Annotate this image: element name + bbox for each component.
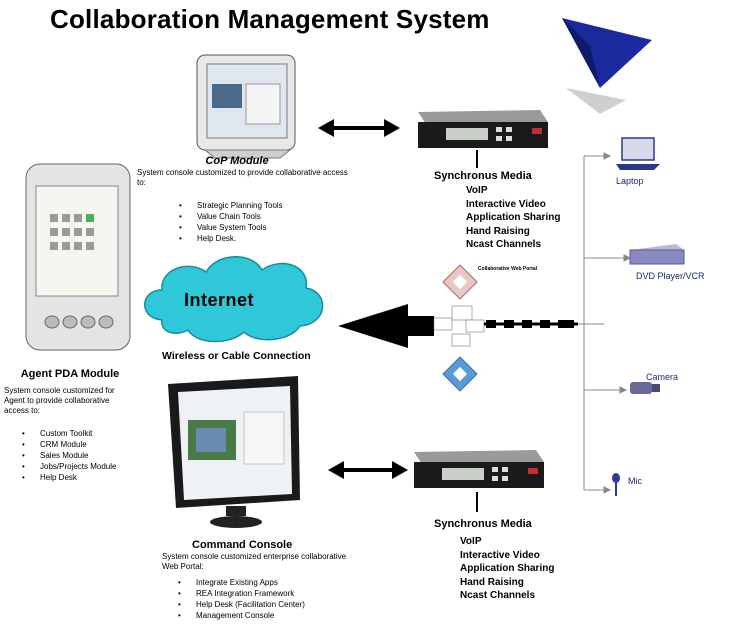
list-item: Value Chain Tools <box>179 211 357 222</box>
media-top-heading: Synchronus Media <box>434 170 532 182</box>
list-item: Interactive Video <box>460 549 540 561</box>
list-item: Strategic Planning Tools <box>179 200 357 211</box>
cop-description: System console customized to provide col… <box>137 168 348 187</box>
camera-label: Camera <box>646 372 679 382</box>
camera-icon <box>630 382 660 394</box>
cop-list: Strategic Planning Tools Value Chain Too… <box>179 200 357 244</box>
media-encoder-bottom <box>414 450 544 512</box>
portal-label: Collaborative Web Portal <box>478 266 538 272</box>
list-item: VoIP <box>466 185 488 196</box>
command-module: Command Console System console customize… <box>162 539 362 621</box>
dvd-player-icon <box>629 244 685 265</box>
agent-module: Agent PDA Module System console customiz… <box>4 368 154 483</box>
list-item: Help Desk <box>22 472 154 483</box>
dvd-label: DVD Player/VCR <box>636 271 705 281</box>
list-item: CRM Module <box>22 439 154 450</box>
laptop-label: Laptop <box>616 176 644 186</box>
command-list: Integrate Existing Apps REA Integration … <box>178 577 362 621</box>
list-item: Help Desk. <box>179 233 357 244</box>
internet-cloud-icon <box>144 256 324 343</box>
media-bottom-list: VoIP Interactive Video Application Shari… <box>460 535 554 603</box>
list-item: Jobs/Projects Module <box>22 461 154 472</box>
list-item: REA Integration Framework <box>178 588 362 599</box>
page-title: Collaboration Management System <box>50 4 490 34</box>
logo-pyramid-icon <box>562 18 652 114</box>
cop-module: CoP Module System console customized to … <box>137 155 357 244</box>
mic-label: Mic <box>628 476 642 486</box>
list-item: Application Sharing <box>460 563 555 574</box>
list-item: VoIP <box>460 536 482 547</box>
list-item: Ncast Channels <box>466 239 542 250</box>
list-item: Management Console <box>178 610 362 621</box>
agent-heading: Agent PDA Module <box>20 368 120 380</box>
list-item: Ncast Channels <box>460 590 536 601</box>
pda-icon <box>25 163 131 351</box>
list-item: Value System Tools <box>179 222 357 233</box>
double-arrow-bottom <box>328 461 408 479</box>
crt-monitor-icon <box>196 54 296 159</box>
list-item: Sales Module <box>22 450 154 461</box>
double-arrow-top <box>318 119 400 137</box>
list-item: Application Sharing <box>466 212 561 223</box>
laptop-icon <box>616 137 660 170</box>
web-portal-diagram <box>433 264 578 392</box>
list-item: Help Desk (Facilitation Center) <box>178 599 362 610</box>
media-bottom-heading: Synchronus Media <box>434 518 532 530</box>
command-description: System console customized enterprise col… <box>162 552 347 571</box>
device-bus-lines <box>578 152 632 494</box>
list-item: Interactive Video <box>466 198 546 210</box>
big-arrow-left <box>338 304 434 348</box>
connection-caption: Wireless or Cable Connection <box>162 350 311 362</box>
agent-description: System console customized for Agent to p… <box>4 386 115 415</box>
cop-heading: CoP Module <box>205 155 269 167</box>
list-item: Integrate Existing Apps <box>178 577 362 588</box>
list-item: Hand Raising <box>466 225 530 237</box>
media-encoder-top <box>418 110 548 168</box>
internet-label: Internet <box>184 290 255 310</box>
command-heading: Command Console <box>192 539 293 551</box>
mic-icon <box>612 473 620 496</box>
list-item: Custom Toolkit <box>22 428 154 439</box>
lcd-monitor-icon <box>168 376 300 528</box>
list-item: Hand Raising <box>460 576 524 588</box>
agent-list: Custom Toolkit CRM Module Sales Module J… <box>22 428 154 483</box>
media-top-list: VoIP Interactive Video Application Shari… <box>466 184 560 252</box>
